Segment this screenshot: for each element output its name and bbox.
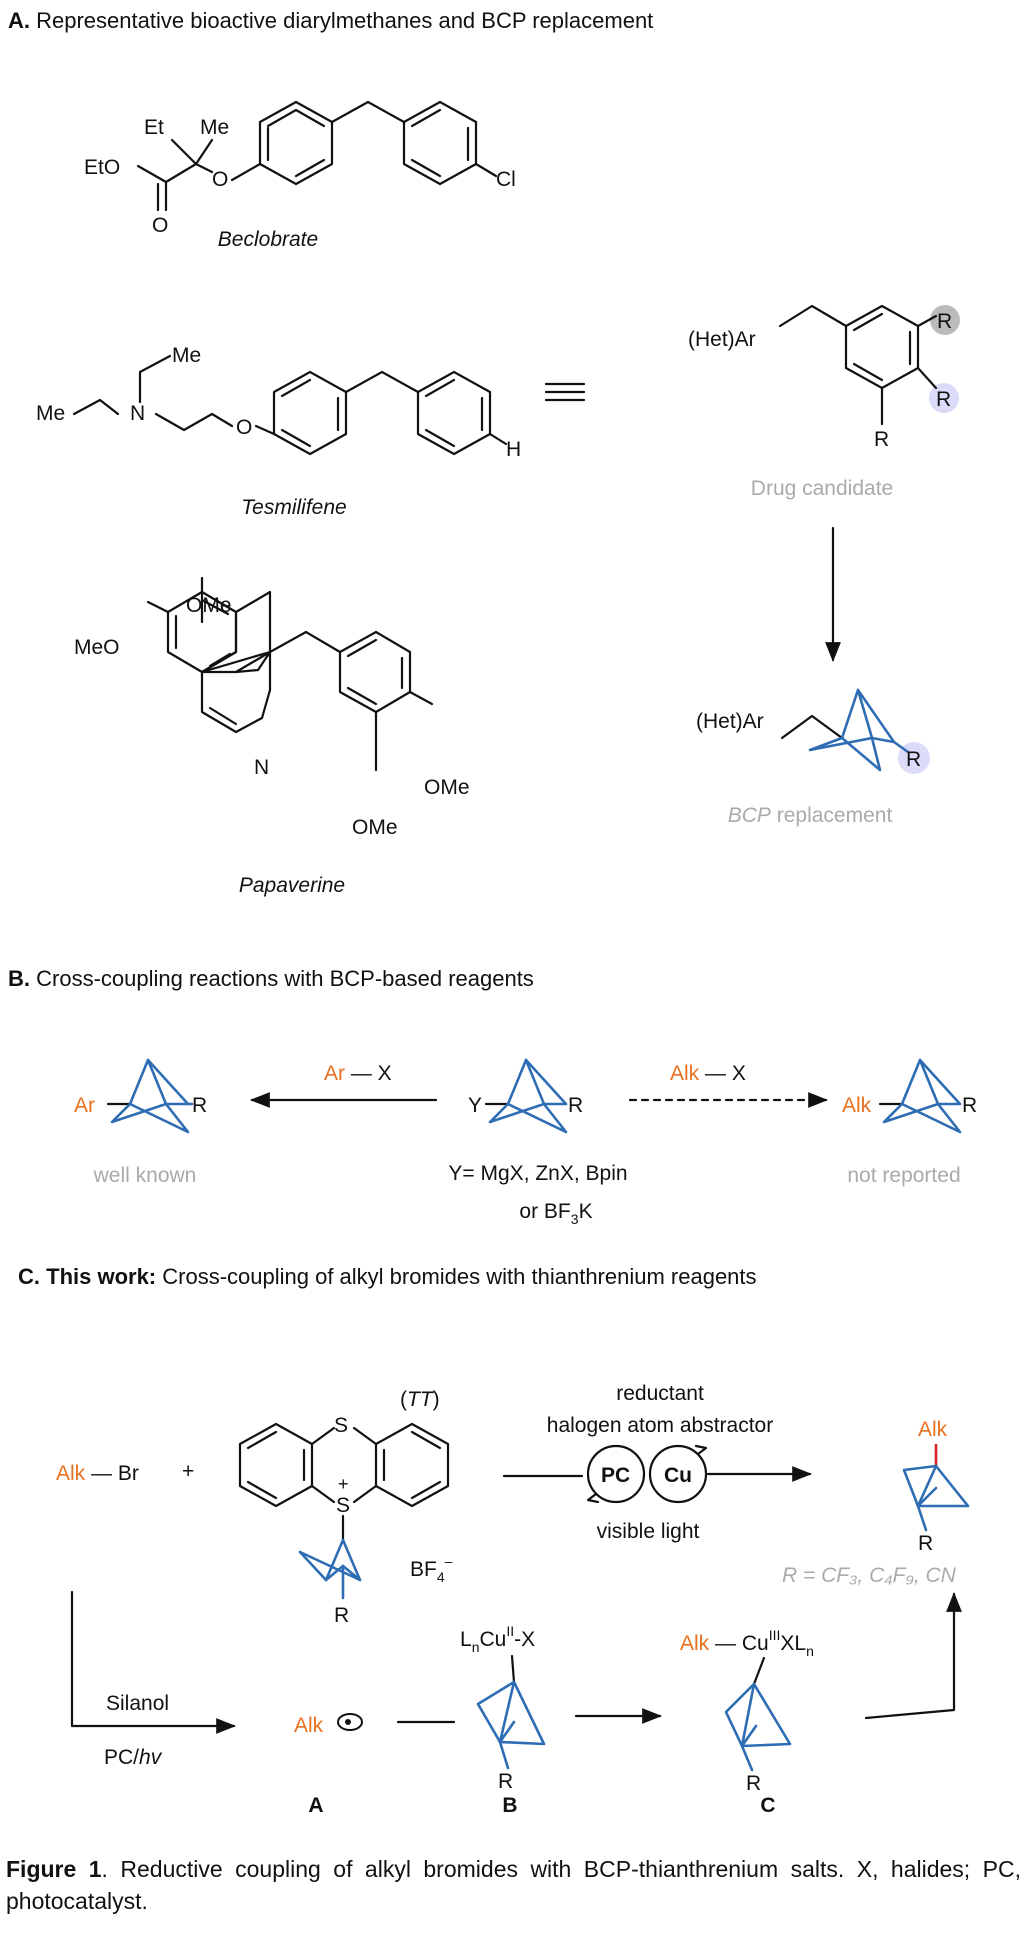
label-a: A — [308, 1794, 323, 1817]
center-r: R — [568, 1094, 583, 1117]
not-reported-caption: not reported — [847, 1164, 960, 1187]
arrow-ar-label: Ar — X — [324, 1062, 392, 1085]
bcp-alkyl-product: Alk R not reported — [842, 1058, 977, 1187]
int-b-cu-label: LnCuII-X — [460, 1623, 535, 1655]
pc-label: PC — [601, 1464, 630, 1487]
mechanism-flow: Silanol PC/hv Alk A LnCuII-X R B Alk — C… — [70, 1590, 962, 1817]
bcp-r: R — [906, 748, 921, 771]
s-top: S — [334, 1414, 348, 1437]
papaverine-structure: OMe MeO N OMe OMe Papaverine — [74, 576, 470, 897]
arrow-alk-label: Alk — X — [670, 1062, 746, 1085]
radical-alk: Alk — [294, 1714, 324, 1737]
beclobrate-cl: Cl — [496, 168, 516, 191]
drug-candidate-structure: (Het)Ar R R R Drug candidate — [688, 304, 960, 500]
tesmilifene-n: N — [130, 402, 145, 425]
tt-label: (TT) — [400, 1388, 440, 1411]
radical-orbital-icon — [337, 1713, 363, 1731]
int-b-r: R — [498, 1770, 513, 1793]
well-known-caption: well known — [93, 1164, 197, 1187]
cu-cycle-icon — [648, 1444, 708, 1504]
figure-canvas: A. Representative bioactive diarylmethan… — [8, 8, 977, 1817]
tesmilifene-structure: Me Me N O H Tesmilifene — [36, 344, 521, 519]
label-b: B — [502, 1794, 517, 1817]
papaverine-ome-top: OMe — [186, 594, 232, 617]
beclobrate-o-carbonyl: O — [152, 214, 168, 237]
abstractor-label: halogen atom abstractor — [547, 1414, 773, 1437]
pc-hv-label: PC/hv — [104, 1746, 163, 1769]
papaverine-n: N — [254, 756, 269, 779]
panel-a-header: A. Representative bioactive diarylmethan… — [8, 8, 653, 33]
label-c: C — [760, 1794, 775, 1817]
arrow-ar-x: Ar — X — [250, 1062, 438, 1108]
int-c-label: Alk — CuIIIXLn — [680, 1627, 814, 1659]
s-charge: + — [338, 1474, 349, 1494]
ar-label: Ar — [74, 1094, 95, 1117]
bf4-counterion: BF4– — [410, 1553, 453, 1585]
beclobrate-structure: Et Me EtO O O Cl Beclobrate — [84, 100, 516, 251]
pc-cycle-icon — [586, 1444, 646, 1504]
tesmilifene-name: Tesmilifene — [241, 496, 346, 519]
bcp-thianthrenium-salt: (TT) S S + R BF4– — [238, 1388, 453, 1627]
equivalence-sign — [544, 382, 586, 402]
beclobrate-o-ether: O — [212, 168, 228, 191]
cu-label: Cu — [664, 1464, 692, 1487]
beclobrate-eto: EtO — [84, 156, 120, 179]
panel-b-header: B. Cross-coupling reactions with BCP-bas… — [8, 966, 534, 991]
alk-label: Alk — [842, 1094, 872, 1117]
drug-r1: R — [937, 310, 952, 333]
tesmilifene-me-top: Me — [172, 344, 201, 367]
product-scope: R = CF₃, C₄F₉, CN — [782, 1564, 957, 1587]
bcp-y-reagent: Y R Y= MgX, ZnX, Bpin or BF3K — [448, 1058, 628, 1227]
alkyl-bromide: Alk — Br + — [56, 1460, 194, 1485]
product-alk: Alk — [918, 1418, 948, 1441]
visible-light-label: visible light — [597, 1520, 700, 1543]
figure-caption: Figure 1. Reductive coupling of alkyl br… — [6, 1856, 1021, 1914]
silanol-label: Silanol — [106, 1692, 169, 1715]
plus-sign: + — [182, 1460, 194, 1483]
int-c-r: R — [746, 1772, 761, 1795]
reductant-label: reductant — [616, 1382, 704, 1405]
tesmilifene-me-left: Me — [36, 402, 65, 425]
papaverine-ome-right: OMe — [424, 776, 470, 799]
arrow-alk-x: Alk — X — [628, 1062, 828, 1108]
right-r: R — [962, 1094, 977, 1117]
tesmilifene-o: O — [236, 416, 252, 439]
y-label: Y — [468, 1094, 482, 1117]
tt-r: R — [334, 1604, 349, 1627]
bcp-replacement-structure: (Het)Ar R BCP replacement — [696, 688, 930, 827]
papaverine-name: Papaverine — [239, 874, 345, 897]
drug-hetar: (Het)Ar — [688, 328, 756, 351]
bcp-caption: BCP replacement — [728, 804, 893, 827]
left-r: R — [192, 1094, 207, 1117]
beclobrate-name: Beclobrate — [218, 228, 318, 251]
drug-r3: R — [874, 428, 889, 451]
tesmilifene-h: H — [506, 438, 521, 461]
drug-r2: R — [936, 388, 951, 411]
reagent-types-line1: Y= MgX, ZnX, Bpin — [448, 1162, 627, 1185]
beclobrate-et: Et — [144, 116, 164, 139]
alk-br: Alk — Br — [56, 1462, 139, 1485]
beclobrate-me: Me — [200, 116, 229, 139]
bcp-hetar: (Het)Ar — [696, 710, 764, 733]
reagent-types-line2: or BF3K — [519, 1200, 592, 1227]
panel-c-header: C. This work: Cross-coupling of alkyl br… — [18, 1264, 757, 1289]
drug-caption: Drug candidate — [751, 477, 893, 500]
product-r: R — [918, 1532, 933, 1555]
papaverine-ome-bottom: OMe — [352, 816, 398, 839]
bcp-aryl-product: Ar R well known — [74, 1058, 207, 1187]
alkyl-bcp-product: Alk R R = CF₃, C₄F₉, CN — [782, 1418, 970, 1587]
papaverine-meo-left: MeO — [74, 636, 120, 659]
s-bottom: S — [336, 1494, 350, 1517]
reaction-conditions: reductant halogen atom abstractor PC Cu … — [502, 1382, 812, 1543]
